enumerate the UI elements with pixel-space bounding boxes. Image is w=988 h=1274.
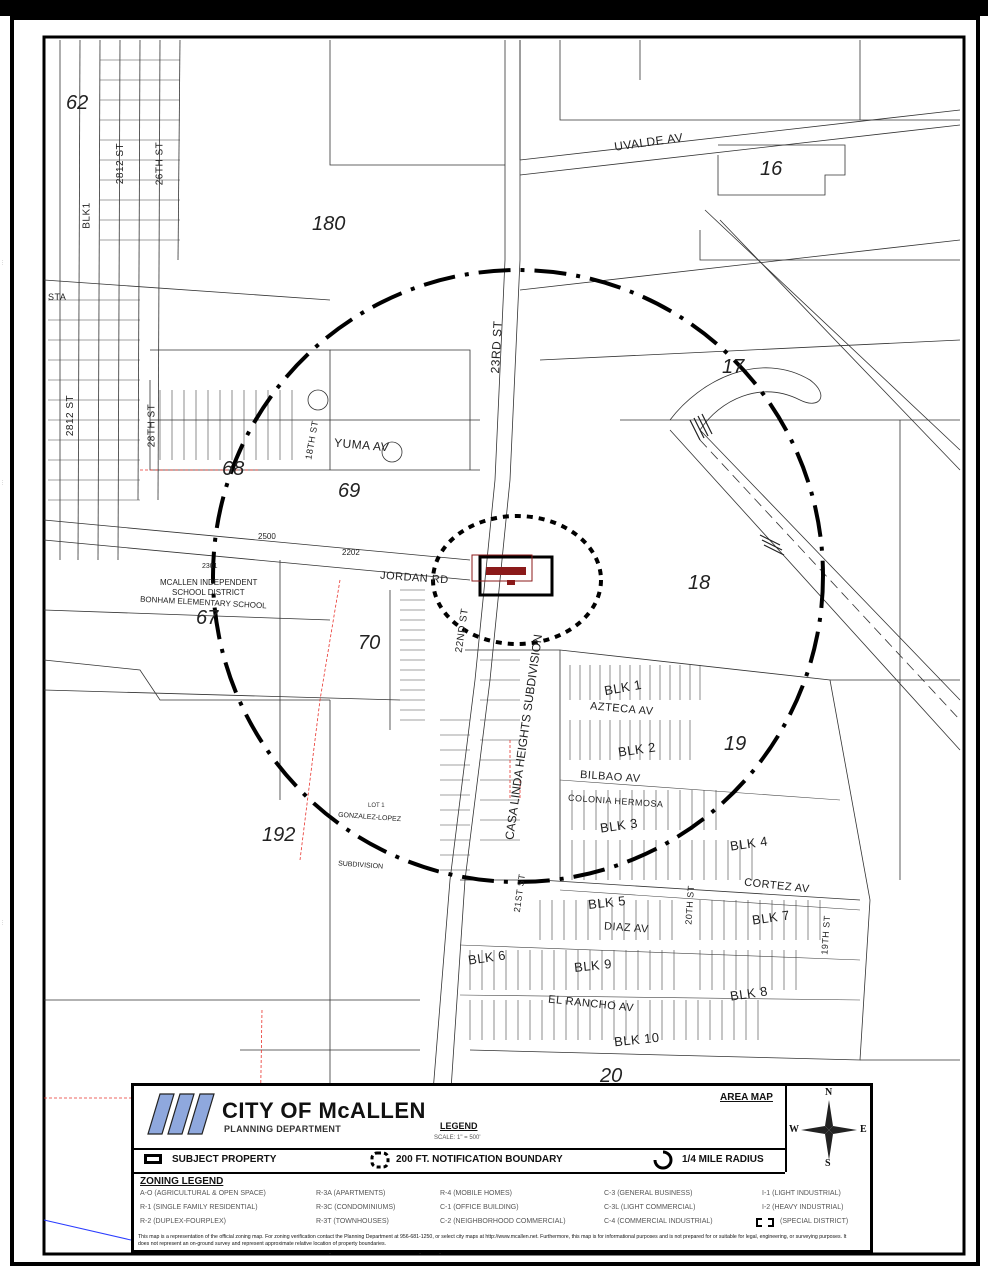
department-name: PLANNING DEPARTMENT [224,1124,342,1134]
zoning-item: R-4 (MOBILE HOMES) [440,1190,512,1197]
disclaimer: This map is a representation of the offi… [138,1234,847,1247]
subdivision-lots [48,59,861,1040]
zoning-item: C-1 (OFFICE BUILDING) [440,1204,519,1211]
street-label: 2812 ST [65,394,77,437]
side-text: ⋮ [0,260,5,266]
side-text: ⋮ [0,920,5,926]
legend-radius: 1/4 MILE RADIUS [682,1154,764,1165]
compass-west: W [789,1124,799,1135]
street-label: 2812 ST [115,142,127,185]
parcel-label: 20 [600,1065,623,1087]
parcel-label: 19 [724,733,747,755]
subject-property [478,555,554,597]
map-scale: SCALE: 1" = 500' [434,1135,481,1141]
notification-boundary-icon [370,1151,390,1169]
street-label: BLK1 [81,202,93,229]
street-label: 23RD ST [488,320,505,374]
school-label: SCHOOL DISTRICT [172,588,245,597]
legend-subject: SUBJECT PROPERTY [172,1154,277,1165]
notification-boundary [431,514,603,646]
address-label: 2202 [342,548,360,557]
address-label: 2301 [202,563,218,570]
zoning-item: C-2 (NEIGHBORHOOD COMMERCIAL) [440,1218,566,1225]
compass-icon [801,1100,857,1160]
parcel-label: 17 [722,356,745,378]
zoning-item: R-3C (CONDOMINIUMS) [316,1204,396,1211]
subject-property-icon [144,1154,162,1164]
city-name: CITY OF McALLEN [222,1098,426,1123]
side-text: ⋮ [0,480,5,486]
parcel-label: 192 [262,824,296,846]
street-label: STA [48,292,67,302]
city-logo-icon [147,1093,215,1135]
parcel-label: 62 [66,92,89,114]
school-label: MCALLEN INDEPENDENT [160,578,258,587]
lot-label: LOT 1 [368,803,385,809]
zoning-legend-title: ZONING LEGEND [140,1176,224,1187]
parcel-label: 67 [196,607,219,629]
zoning-item: C-4 (COMMERCIAL INDUSTRIAL) [604,1218,713,1225]
parcel-label: 18 [688,572,711,594]
zoning-item: R-3T (TOWNHOUSES) [316,1218,389,1225]
compass-rose: N S W E [785,1086,872,1172]
map-legend: CITY OF McALLEN PLANNING DEPARTMENT LEGE… [131,1083,873,1253]
zoning-item: (SPECIAL DISTRICT) [780,1218,849,1225]
zoning-item: C-3 (GENERAL BUSINESS) [604,1190,693,1197]
legend-notification: 200 FT. NOTIFICATION BOUNDARY [396,1154,563,1165]
zoning-item: R-3A (APARTMENTS) [316,1190,386,1197]
parcel-label: 180 [312,213,346,235]
compass-north: N [825,1087,833,1098]
quarter-mile-radius [211,268,825,884]
compass-east: E [860,1124,867,1135]
legend-title: LEGEND [440,1121,478,1131]
zoning-item: I-2 (HEAVY INDUSTRIAL) [762,1204,844,1211]
legend-symbols: SUBJECT PROPERTY 200 FT. NOTIFICATION BO… [134,1148,785,1174]
address-label: 2500 [258,532,276,541]
legend-header: CITY OF McALLEN PLANNING DEPARTMENT LEGE… [134,1086,785,1150]
zoning-item: A-O (AGRICULTURAL & OPEN SPACE) [140,1190,266,1197]
compass-south: S [825,1158,831,1169]
special-district-icon [756,1218,774,1227]
street-label: 26TH ST [154,141,166,186]
zoning-item: I-1 (LIGHT INDUSTRIAL) [762,1190,841,1197]
zoning-legend: ZONING LEGEND A-O (AGRICULTURAL & OPEN S… [134,1174,870,1250]
radius-icon [653,1150,673,1170]
parcel-label: 16 [760,158,783,180]
area-map-label: AREA MAP [720,1092,773,1103]
zoning-item: C-3L (LIGHT COMMERCIAL) [604,1204,696,1211]
parcel-label: 70 [358,632,381,654]
zoning-item: R-2 (DUPLEX-FOURPLEX) [140,1218,226,1225]
parcel-label: 68 [222,458,245,480]
parcel-label: 69 [338,480,361,502]
street-label: 28TH ST [146,403,158,448]
zoning-item: R-1 (SINGLE FAMILY RESIDENTIAL) [140,1204,258,1211]
top-border [0,0,988,16]
